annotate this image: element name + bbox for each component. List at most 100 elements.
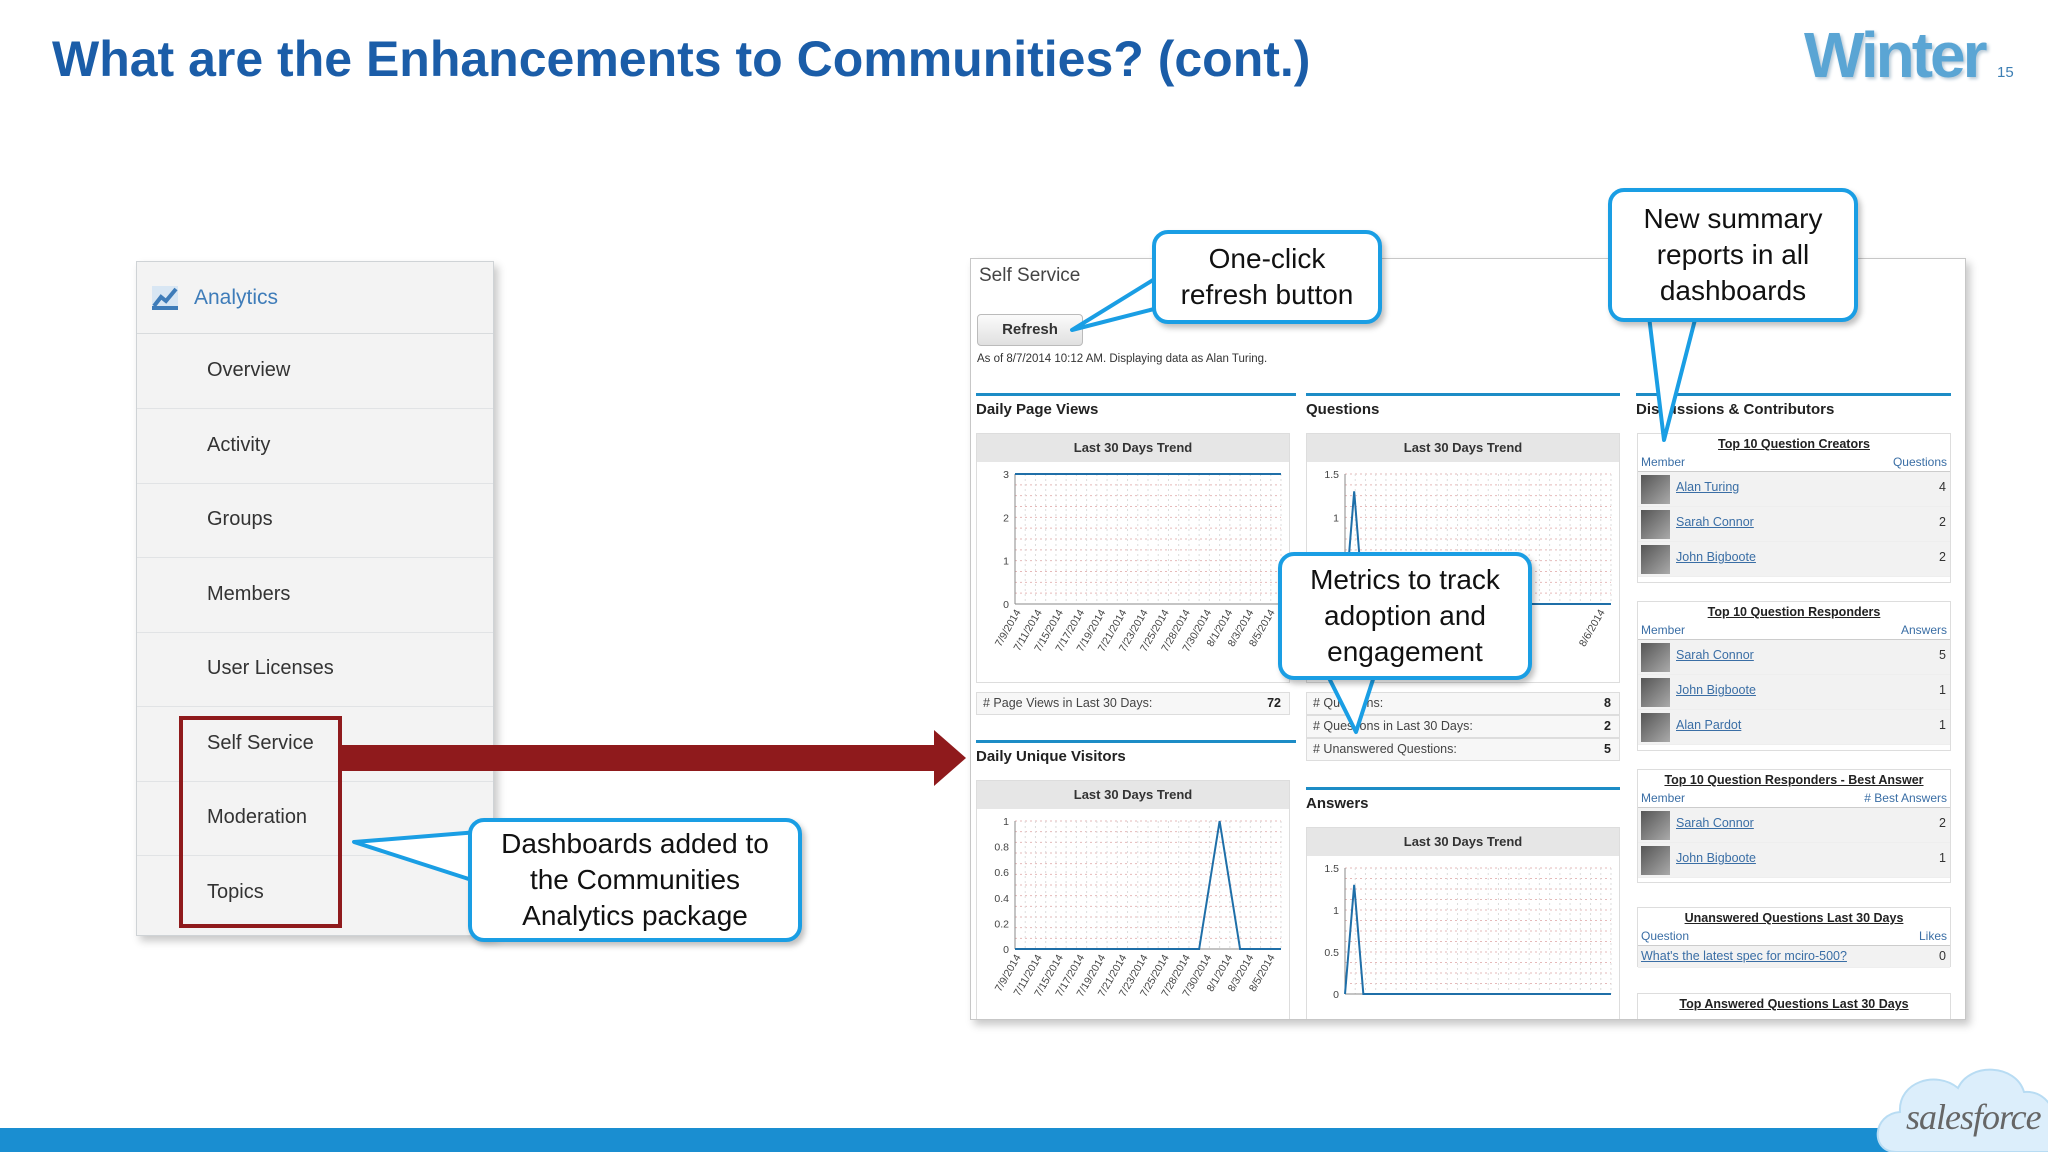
- x-tick-label: 8/6/2014: [1577, 607, 1608, 649]
- sidebar-item-topics[interactable]: Topics: [137, 857, 493, 931]
- questions-heading: Questions: [1306, 393, 1620, 418]
- sidebar-item-moderation[interactable]: Moderation: [137, 782, 493, 856]
- analytics-sidebar: Analytics Overview Activity Groups Membe…: [136, 261, 494, 936]
- member-link[interactable]: John Bigboote: [1676, 550, 1756, 564]
- col-likes[interactable]: Likes: [1918, 929, 1947, 943]
- y-tick-label: 1.5: [1324, 469, 1339, 481]
- sidebar-item-label: Members: [207, 583, 291, 605]
- table-row: John Bigboote 1: [1638, 675, 1950, 710]
- row-value: 2: [1939, 515, 1946, 529]
- top-answered-questions-table: Top Answered Questions Last 30 Days: [1637, 993, 1951, 1019]
- sidebar-item-user-licenses[interactable]: User Licenses: [137, 633, 493, 707]
- new-dashboards-highlight-box: [179, 716, 342, 928]
- member-link[interactable]: John Bigboote: [1676, 683, 1756, 697]
- chart-title: Last 30 Days Trend: [977, 781, 1289, 809]
- y-tick-label: 1: [1333, 905, 1339, 917]
- winter-logo-number: 15: [1997, 64, 2014, 81]
- col-member[interactable]: Member: [1641, 623, 1686, 637]
- unanswered-questions-metric: # Unanswered Questions: 5: [1306, 738, 1620, 761]
- table-row: John Bigboote 2: [1638, 542, 1950, 577]
- table-row: Sarah Connor 2: [1638, 507, 1950, 542]
- member-link[interactable]: Sarah Connor: [1676, 515, 1754, 529]
- y-tick-label: 0: [1003, 944, 1009, 956]
- col-questions[interactable]: Questions: [1892, 455, 1947, 469]
- y-tick-label: 0.5: [1324, 947, 1339, 959]
- y-tick-label: 2: [1003, 512, 1009, 524]
- sidebar-item-members[interactable]: Members: [137, 559, 493, 633]
- member-link[interactable]: Alan Turing: [1676, 480, 1740, 494]
- refresh-button[interactable]: Refresh: [977, 314, 1083, 346]
- sidebar-item-label: Activity: [207, 434, 271, 456]
- callout-refresh: One-click refresh button: [1152, 230, 1382, 324]
- as-of-text: As of 8/7/2014 10:12 AM. Displaying data…: [977, 353, 1268, 365]
- col-member[interactable]: Member: [1641, 791, 1686, 805]
- unanswered-questions-table: Unanswered Questions Last 30 Days Questi…: [1637, 907, 1951, 968]
- best-answer-responders-table: Top 10 Question Responders - Best Answer…: [1637, 769, 1951, 883]
- member-link[interactable]: Sarah Connor: [1676, 816, 1754, 830]
- sidebar-header-analytics[interactable]: Analytics: [137, 262, 493, 334]
- footer-accent-bar: [0, 1128, 2048, 1152]
- winter-logo-text: Winter: [1804, 19, 1988, 91]
- sidebar-item-label: Moderation: [207, 806, 308, 828]
- avatar: [1641, 510, 1670, 539]
- avatar: [1641, 475, 1670, 504]
- sidebar-item-groups[interactable]: Groups: [137, 484, 493, 558]
- metric-value: 5: [1604, 742, 1611, 756]
- callout-metrics: Metrics to track adoption and engagement: [1278, 552, 1532, 680]
- answers-line-chart: 0 0.5 1 1.5: [1324, 863, 1612, 1001]
- col-question[interactable]: Question: [1641, 929, 1690, 943]
- answers-heading: Answers: [1306, 787, 1620, 812]
- table-header: Member Answers: [1638, 622, 1950, 640]
- series-line: [1015, 820, 1281, 950]
- y-tick-label: 0: [1333, 989, 1339, 1001]
- y-tick-label: 0: [1003, 599, 1009, 611]
- row-value: 1: [1939, 683, 1946, 697]
- dashboard-title: Self Service: [979, 265, 1081, 286]
- y-tick-label: 0.4: [994, 893, 1009, 905]
- page-views-metric: # Page Views in Last 30 Days: 72: [976, 692, 1290, 715]
- col-best-answers[interactable]: # Best Answers: [1864, 791, 1947, 805]
- callout-dashboards-added: Dashboards added to the Communities Anal…: [468, 818, 802, 942]
- table-row: What's the latest spec for mciro-500? 0: [1638, 946, 1950, 968]
- col-answers[interactable]: Answers: [1900, 623, 1947, 637]
- table-title: Top Answered Questions Last 30 Days: [1679, 997, 1909, 1011]
- sidebar-item-overview[interactable]: Overview: [137, 335, 493, 409]
- y-tick-label: 1: [1333, 512, 1339, 524]
- sidebar-item-activity[interactable]: Activity: [137, 410, 493, 484]
- table-header: Member Questions: [1638, 454, 1950, 472]
- col-member[interactable]: Member: [1641, 455, 1686, 469]
- self-service-dashboard: Self Service Refresh As of 8/7/2014 10:1…: [970, 258, 1966, 1020]
- y-tick-label: 1.5: [1324, 863, 1339, 875]
- avatar: [1641, 545, 1670, 574]
- sidebar-item-self-service[interactable]: Self Service: [137, 708, 493, 782]
- chart-title: Last 30 Days Trend: [977, 434, 1289, 462]
- table-title: Unanswered Questions Last 30 Days: [1684, 911, 1904, 925]
- member-link[interactable]: Alan Pardot: [1676, 718, 1742, 732]
- table-header: Question Likes: [1638, 928, 1950, 946]
- salesforce-logo-text: salesforce: [1906, 1097, 2042, 1137]
- member-link[interactable]: John Bigboote: [1676, 851, 1756, 865]
- chart-title: Last 30 Days Trend: [1307, 828, 1619, 856]
- callout-tail-dashboards: [352, 830, 480, 884]
- slide-title: What are the Enhancements to Communities…: [52, 31, 1311, 87]
- question-link[interactable]: What's the latest spec for mciro-500?: [1641, 949, 1847, 963]
- row-value: 1: [1939, 718, 1946, 732]
- table-row: Alan Pardot 1: [1638, 710, 1950, 745]
- row-value: 2: [1939, 816, 1946, 830]
- page-views-line-chart: 01237/9/20147/11/20147/15/20147/17/20147…: [993, 469, 1282, 654]
- row-value: 2: [1939, 550, 1946, 564]
- callout-tail-summary: [1646, 306, 1700, 442]
- member-link[interactable]: Sarah Connor: [1676, 648, 1754, 662]
- avatar: [1641, 713, 1670, 742]
- daily-page-views-heading: Daily Page Views: [976, 393, 1296, 418]
- top-question-responders-table: Top 10 Question Responders Member Answers…: [1637, 601, 1951, 751]
- chart-title: Last 30 Days Trend: [1307, 434, 1619, 462]
- metric-value: 8: [1604, 696, 1611, 710]
- table-title: Top 10 Question Responders: [1707, 605, 1881, 619]
- row-value: 0: [1939, 949, 1946, 963]
- sidebar-header-label: Analytics: [194, 286, 279, 309]
- y-tick-label: 0.8: [994, 842, 1009, 854]
